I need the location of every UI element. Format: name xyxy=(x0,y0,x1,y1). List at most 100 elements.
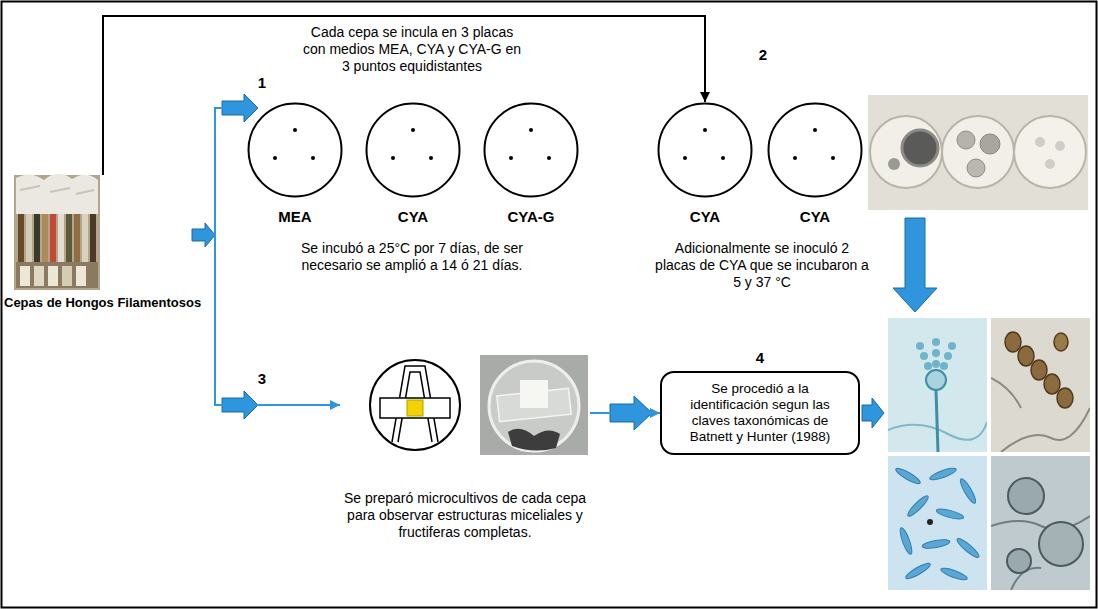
micrograph-panels xyxy=(944,352,952,360)
petri-plate: CYA xyxy=(767,102,863,226)
plates-photo xyxy=(868,95,1088,210)
step-note: Cada cepa se incula en 3 placas con medi… xyxy=(302,24,522,74)
tubes-photo xyxy=(58,214,64,262)
microculture-symbol xyxy=(380,398,450,418)
micrograph-panels xyxy=(924,362,932,370)
micrograph-panels xyxy=(1007,549,1031,573)
inoculation-point xyxy=(703,128,707,132)
plate-outline xyxy=(483,102,579,198)
node-text: Se preparó microcultivos de cada cepa pa… xyxy=(340,490,590,540)
flow-connector xyxy=(590,412,660,414)
micrograph-panels xyxy=(926,370,946,390)
petri-plate: MEA xyxy=(247,102,343,226)
micrograph-panels xyxy=(1054,333,1068,351)
microculture-photo xyxy=(489,361,579,451)
inoculation-point xyxy=(831,156,835,160)
micrograph-panels xyxy=(991,378,1090,452)
microculture-photo xyxy=(508,429,560,451)
node-text: Cepas de Hongos Filamentosos xyxy=(4,295,201,311)
plates-photo xyxy=(1035,137,1045,147)
micrograph-panels xyxy=(936,507,965,521)
plates-photo xyxy=(868,95,1088,210)
micrograph-panels xyxy=(916,342,924,350)
inoculation-point xyxy=(721,156,725,160)
tubes-photo xyxy=(26,214,32,262)
tubes-photo xyxy=(16,174,98,214)
micrograph-panels xyxy=(929,466,958,482)
micrograph-panels xyxy=(888,318,1090,590)
micrograph-panels xyxy=(991,456,1090,590)
plate-outline xyxy=(657,102,753,198)
petri-plate: CYA-G xyxy=(483,102,579,226)
tubes-photo xyxy=(34,266,44,286)
petri-plate: CYA xyxy=(365,102,461,226)
tubes-photo xyxy=(48,266,58,286)
inoculation-point xyxy=(411,128,415,132)
medium-label: CYA xyxy=(767,208,863,226)
flow-arrow xyxy=(862,398,884,428)
tubes-photo xyxy=(62,266,72,286)
microculture-symbol xyxy=(370,360,460,450)
micrograph-panels xyxy=(1039,522,1083,566)
strain-collection: Cepas de Hongos Filamentosos xyxy=(4,175,201,311)
plate-circle xyxy=(367,104,460,197)
tubes-photo xyxy=(50,214,56,262)
microculture-photo xyxy=(480,355,588,455)
step-number: 1 xyxy=(252,74,272,92)
inoculation-point xyxy=(529,128,533,132)
inoculation-point xyxy=(793,156,797,160)
inoculation-point xyxy=(391,156,395,160)
micrograph-panels xyxy=(932,338,940,346)
micrograph-panels xyxy=(940,362,948,370)
tubes-photo xyxy=(74,214,80,262)
inoculation-point xyxy=(683,156,687,160)
micrograph-panels xyxy=(888,318,987,452)
micrograph-panels xyxy=(958,477,978,505)
micrograph-panels xyxy=(894,466,981,582)
tubes-photo xyxy=(14,174,100,290)
microculture-photo xyxy=(520,380,548,408)
micrograph-panels xyxy=(991,318,1090,452)
micrograph-panels xyxy=(1044,374,1060,394)
microculture-photo xyxy=(480,355,588,455)
micrograph-panels xyxy=(932,349,940,357)
flow-connector xyxy=(201,108,247,235)
plates-photo xyxy=(1045,159,1055,169)
micrograph-panels xyxy=(1031,360,1047,380)
inoculation-point xyxy=(813,128,817,132)
tubes-photo xyxy=(82,214,88,262)
petri-plate: CYA xyxy=(657,102,753,226)
inoculation-point xyxy=(273,156,277,160)
inoculation-point xyxy=(311,156,315,160)
plates-photo xyxy=(942,116,1014,188)
plates-photo xyxy=(967,159,985,177)
flow-arrow xyxy=(893,218,937,312)
micrograph-panels xyxy=(932,360,940,368)
plates-photo xyxy=(1055,141,1065,151)
micrograph-panels xyxy=(894,466,922,486)
plate-circle xyxy=(485,104,578,197)
micrograph-panels xyxy=(1057,388,1073,408)
micrograph-panels xyxy=(888,456,987,590)
tubes-photo xyxy=(20,266,30,286)
micrograph-panels xyxy=(948,342,956,350)
micrograph-panels xyxy=(888,318,987,452)
plates-photo xyxy=(888,158,900,170)
tubes-photo xyxy=(18,214,24,262)
tubes-photo xyxy=(34,214,40,262)
micrograph-panels xyxy=(904,561,932,581)
plate-circle xyxy=(659,104,752,197)
plate-outline xyxy=(247,102,343,198)
inoculation-point xyxy=(429,156,433,160)
inoculation-point xyxy=(293,128,297,132)
micrograph-panels xyxy=(991,516,1090,590)
micrograph-panels xyxy=(906,494,931,519)
micrograph-panels xyxy=(936,390,938,452)
micrograph-panels xyxy=(991,456,1090,590)
micrograph-panels xyxy=(940,566,969,582)
step-number: 2 xyxy=(753,46,773,64)
micrograph-panels xyxy=(888,456,987,590)
micrograph-panels xyxy=(922,538,951,550)
